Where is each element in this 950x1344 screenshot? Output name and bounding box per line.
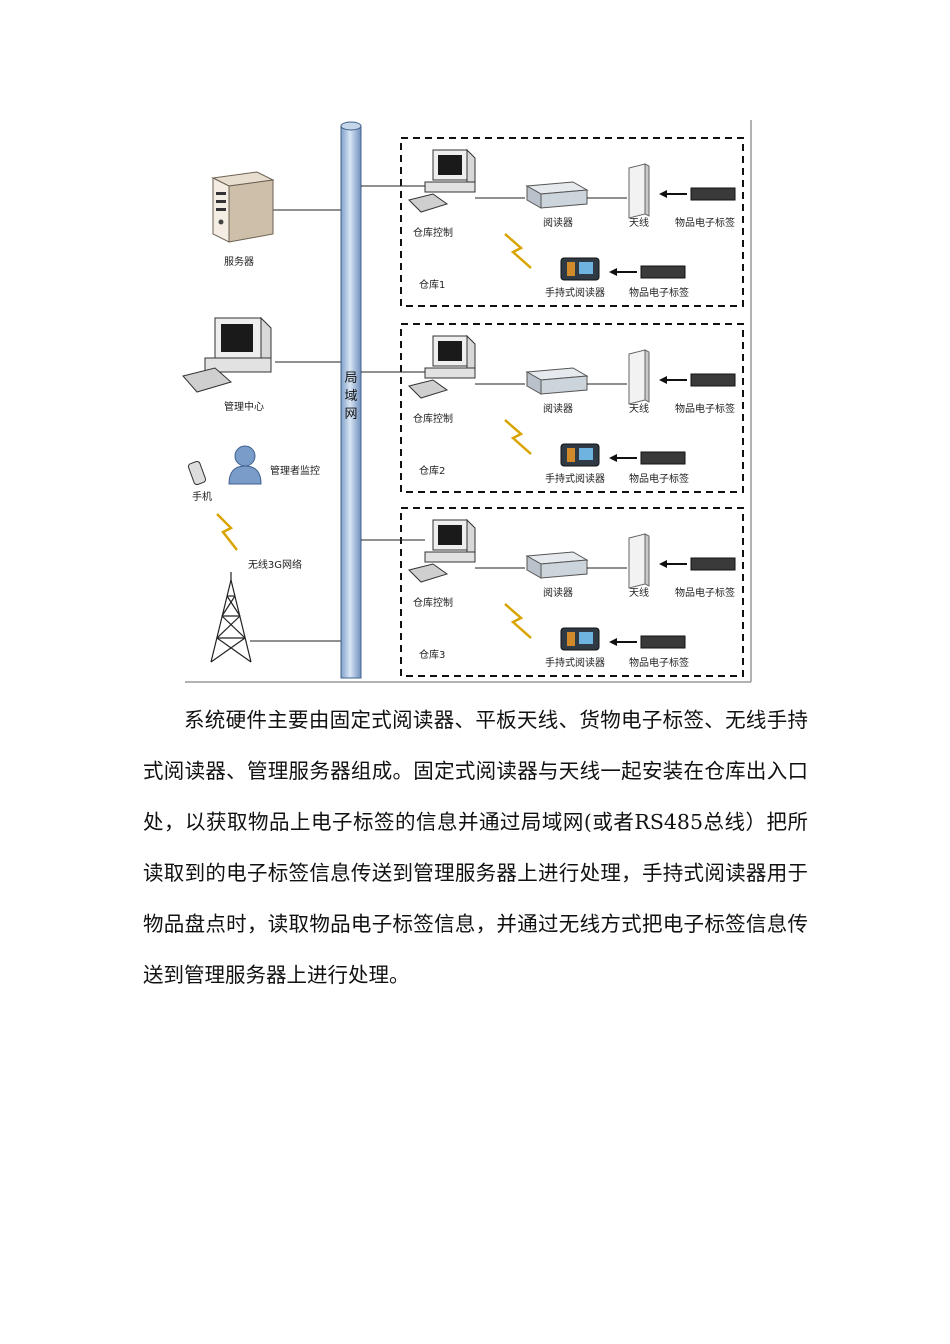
control-label: 仓库控制: [413, 412, 453, 425]
cell-tower-icon: [210, 572, 252, 663]
management-label: 管理中心: [224, 400, 264, 413]
warehouse-name: 仓库2: [419, 464, 445, 477]
handheld-label: 手持式阅读器: [545, 472, 605, 485]
handheld-reader-icon: [560, 443, 600, 467]
tag-label: 物品电子标签: [675, 402, 735, 415]
server-icon: [211, 171, 275, 243]
antenna-label: 天线: [629, 586, 649, 599]
phone-label: 手机: [192, 490, 212, 503]
antenna-icon: [628, 349, 650, 405]
warehouse-groups: 仓库控制阅读器天线物品电子标签仓库1手持式阅读器物品电子标签仓库控制阅读器天线物…: [361, 137, 744, 677]
antenna-label: 天线: [629, 402, 649, 415]
wireless-signal-icon: [504, 419, 532, 455]
antenna-label: 天线: [629, 216, 649, 229]
handheld-tag-arrowhead: [609, 454, 617, 462]
control-computer-icon: [408, 148, 476, 213]
handheld-rfid-tag-icon: [640, 265, 686, 279]
warehouse-2: 仓库控制阅读器天线物品电子标签仓库2手持式阅读器物品电子标签: [361, 323, 744, 493]
warehouse-boundary: [400, 137, 744, 307]
warehouse-name: 仓库1: [419, 278, 445, 291]
management-computer-icon: [182, 316, 272, 393]
handheld-tag-label: 物品电子标签: [629, 286, 689, 299]
control-label: 仓库控制: [413, 596, 453, 609]
handheld-tag-arrowhead: [609, 638, 617, 646]
warehouse-1: 仓库控制阅读器天线物品电子标签仓库1手持式阅读器物品电子标签: [361, 137, 744, 307]
lan-label-1: 局: [344, 371, 357, 386]
handheld-tag-label: 物品电子标签: [629, 656, 689, 669]
handheld-label: 手持式阅读器: [545, 656, 605, 669]
server-label: 服务器: [224, 255, 254, 268]
diagram-canvas: 局 域 网 服务器 管理中心 手机: [182, 120, 752, 683]
wireless-signal-icon: [216, 513, 238, 551]
paragraph-text: 系统硬件主要由固定式阅读器、平板天线、货物电子标签、无线手持式阅读器、管理服务器…: [143, 708, 808, 987]
lan-label-2: 域: [344, 389, 357, 404]
wireless-signal-icon: [504, 603, 532, 639]
manager-label: 管理者监控: [270, 464, 320, 477]
control-computer-icon: [408, 334, 476, 399]
manager-person-icon: [228, 445, 262, 485]
wireless-signal-icon: [504, 233, 532, 269]
handheld-reader-icon: [560, 257, 600, 281]
warehouse-boundary: [400, 507, 744, 677]
antenna-icon: [628, 533, 650, 589]
description-paragraph: 系统硬件主要由固定式阅读器、平板天线、货物电子标签、无线手持式阅读器、管理服务器…: [143, 695, 808, 1001]
rfid-tag-icon: [690, 557, 736, 571]
warehouse-boundary: [400, 323, 744, 493]
warehouse-name: 仓库3: [419, 648, 445, 661]
handheld-tag-arrowhead: [609, 268, 617, 276]
reader-label: 阅读器: [543, 402, 573, 415]
rfid-tag-icon: [690, 187, 736, 201]
handheld-label: 手持式阅读器: [545, 286, 605, 299]
reader-label: 阅读器: [543, 216, 573, 229]
fixed-reader-icon: [525, 181, 589, 209]
lan-label-3: 网: [344, 407, 357, 422]
tag-label: 物品电子标签: [675, 216, 735, 229]
fixed-reader-icon: [525, 367, 589, 395]
tag-arrowhead: [659, 190, 667, 198]
tag-label: 物品电子标签: [675, 586, 735, 599]
handheld-rfid-tag-icon: [640, 451, 686, 465]
control-label: 仓库控制: [413, 226, 453, 239]
antenna-icon: [628, 163, 650, 219]
reader-label: 阅读器: [543, 586, 573, 599]
mobile-phone-icon: [187, 460, 207, 486]
control-computer-icon: [408, 518, 476, 583]
tag-arrowhead: [659, 560, 667, 568]
warehouse-3: 仓库控制阅读器天线物品电子标签仓库3手持式阅读器物品电子标签: [361, 507, 744, 677]
handheld-reader-icon: [560, 627, 600, 651]
tag-arrowhead: [659, 376, 667, 384]
rfid-tag-icon: [690, 373, 736, 387]
network-label: 无线3G网络: [248, 558, 302, 571]
lan-backbone: 局 域 网: [340, 121, 362, 679]
handheld-tag-label: 物品电子标签: [629, 472, 689, 485]
system-architecture-diagram: 局 域 网 服务器 管理中心 手机: [175, 110, 755, 685]
handheld-rfid-tag-icon: [640, 635, 686, 649]
fixed-reader-icon: [525, 551, 589, 579]
